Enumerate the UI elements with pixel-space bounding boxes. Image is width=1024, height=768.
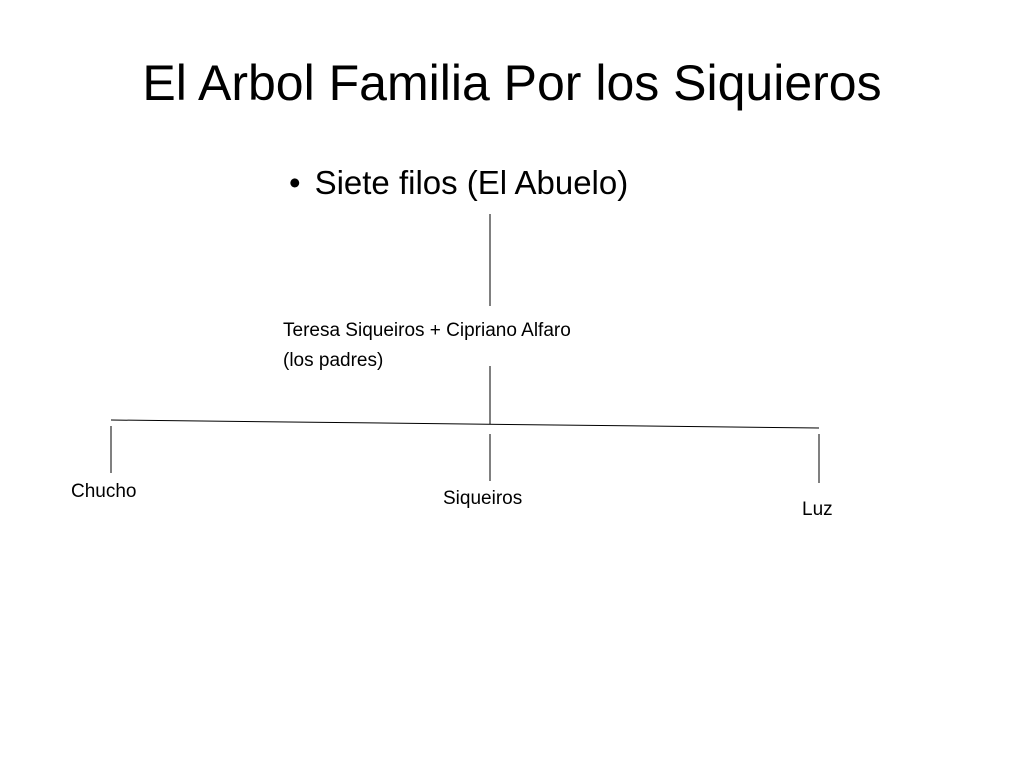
child-node-luz: Luz: [802, 499, 833, 520]
parents-caption: (los padres): [283, 350, 384, 371]
child-node-chucho: Chucho: [71, 481, 137, 502]
parents-node: Teresa Siqueiros + Cipriano Alfaro (los …: [283, 316, 571, 376]
bullet-symbol: •: [289, 164, 301, 201]
bullet-item: • Siete filos (El Abuelo): [289, 166, 628, 199]
bullet-text: Siete filos (El Abuelo): [314, 164, 629, 201]
siblings-horizontal-line: [110, 419, 820, 429]
parents-names: Teresa Siqueiros + Cipriano Alfaro: [283, 320, 571, 341]
child-node-siqueiros: Siqueiros: [443, 488, 523, 509]
slide-title: El Arbol Familia Por los Siquieros: [142, 55, 882, 111]
